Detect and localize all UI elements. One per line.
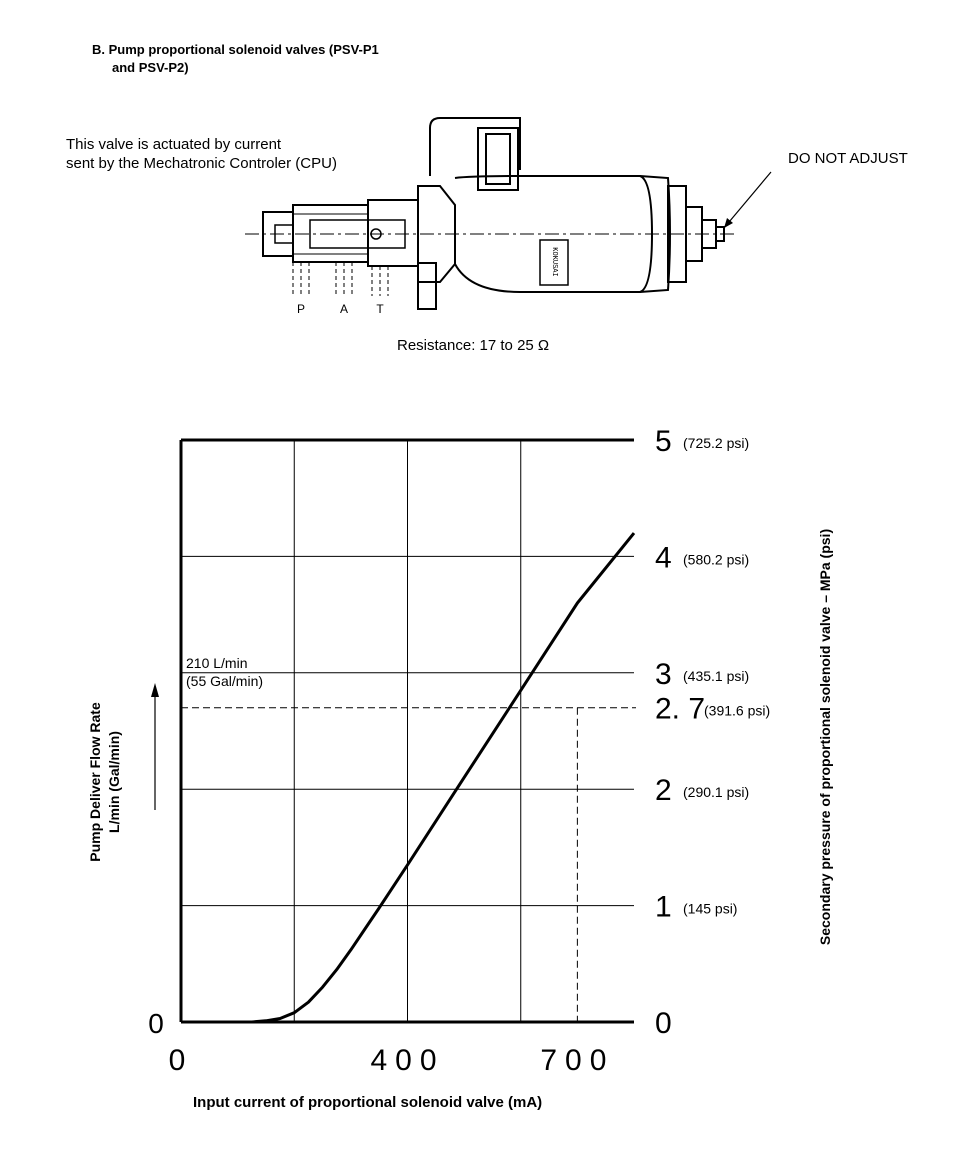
chart-guide-lines (181, 707, 636, 1022)
y-right-tick-label: 3 (655, 658, 672, 691)
y-right-psi-label: (290.1 psi) (683, 784, 749, 800)
section-heading: B. Pump proportional solenoid valves (PS… (92, 41, 379, 77)
y-left-tick-0: 0 (148, 1008, 164, 1039)
x-tick-label: 400 (370, 1044, 444, 1077)
valve-description-line-2: sent by the Mechatronic Controler (CPU) (66, 155, 337, 172)
y-right-psi-label: (391.6 psi) (704, 703, 770, 719)
y-right-tick-label: 5 (655, 425, 672, 458)
solenoid-valve-drawing (245, 117, 772, 310)
x-axis-title: Input current of proportional solenoid v… (193, 1094, 543, 1111)
y-right-tick-label: 4 (655, 541, 672, 574)
chart-grid (181, 440, 634, 1022)
valve-description-line-1: This valve is actuated by current (66, 136, 282, 153)
y-right-psi-label: (725.2 psi) (683, 435, 749, 451)
y-right-psi-label: (145 psi) (683, 901, 737, 917)
nameplate-text: KOKUSAI (550, 247, 558, 276)
y-right-psi-label: (435.1 psi) (683, 668, 749, 684)
port-a-label: A (340, 302, 348, 316)
valve-description: This valve is actuated by current sent b… (66, 135, 337, 173)
do-not-adjust-label: DO NOT ADJUST (788, 150, 908, 167)
port-t-label: T (376, 302, 384, 316)
y-right-psi-label: (580.2 psi) (683, 551, 749, 567)
y-right-tick-label: 0 (655, 1007, 672, 1040)
y-left-title-line-1: Pump Deliver Flow Rate (87, 702, 103, 862)
heading-line-2: and PSV-P2) (112, 60, 189, 75)
annotation-line-1: 210 L/min (186, 655, 247, 671)
y-tick-labels: 0 1 (145 psi) 2 (290.1 psi) 2. 7(391.6 psi) 3 (… (655, 425, 770, 1040)
x-tick-labels: 0 400 700 (169, 1044, 614, 1077)
y-right-tick-label: 2 (655, 774, 672, 807)
resistance-spec: Resistance: 17 to 25 Ω (397, 337, 550, 354)
y-right-tick-label: 1 (655, 891, 672, 924)
y-left-title-line-2: L/min (Gal/min) (106, 731, 122, 833)
series-line (251, 532, 636, 1024)
x-tick-label: 700 (540, 1044, 614, 1077)
port-p-label: P (297, 302, 305, 316)
arrow-up-icon (151, 683, 159, 697)
arrowhead-icon (724, 218, 733, 228)
annotation-line-2: (55 Gal/min) (186, 673, 263, 689)
y-right-title: Secondary pressure of proportional solen… (817, 529, 833, 945)
heading-line-1: B. Pump proportional solenoid valves (PS… (92, 42, 379, 57)
x-tick-label: 0 (169, 1044, 194, 1077)
y-right-tick-label: 2. 7 (655, 693, 705, 726)
